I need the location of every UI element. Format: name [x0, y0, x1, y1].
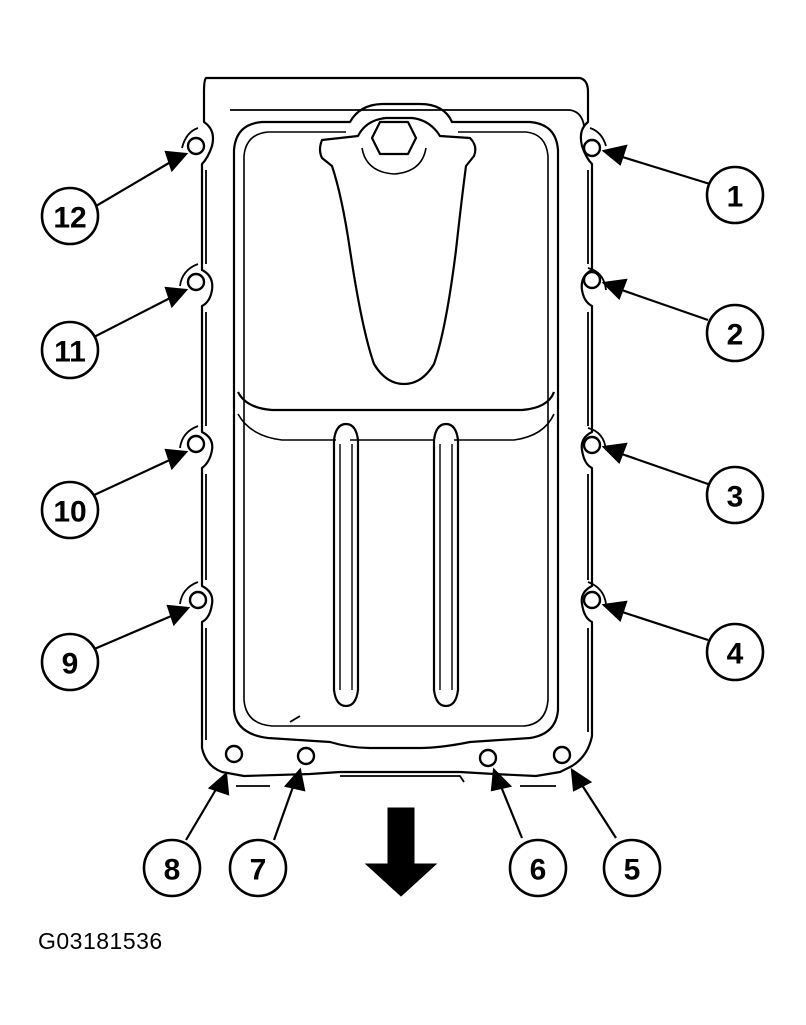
- callout-label-12: 12: [53, 202, 86, 235]
- front-direction-arrow-icon: [364, 807, 438, 897]
- callout-circle-12: [40, 186, 100, 246]
- callout-circle-4: [705, 622, 765, 682]
- leader-1: [615, 153, 711, 186]
- callout-label-11: 11: [54, 336, 86, 369]
- bolt-10: [186, 434, 206, 454]
- bolt-9: [188, 590, 208, 610]
- leader-3: [615, 450, 709, 486]
- callout-circle-7: [228, 838, 288, 898]
- callout-label-10: 10: [53, 496, 86, 529]
- callout-label-2: 2: [727, 319, 744, 352]
- pan-rib-left-inner: [339, 444, 353, 690]
- bolt-1: [582, 138, 602, 158]
- callout-circle-3: [705, 465, 765, 525]
- pan-bottom-flange-detail: [236, 715, 556, 787]
- callout-label-1: 1: [727, 181, 744, 214]
- bolt-7: [296, 746, 316, 766]
- bolt-3: [582, 435, 602, 455]
- arrowhead-5: [570, 767, 593, 792]
- leader-9: [91, 612, 177, 652]
- figure-id: G03181536: [38, 928, 163, 954]
- callout-label-6: 6: [530, 854, 547, 887]
- pan-inner-flange: [205, 109, 589, 740]
- leader-6: [498, 783, 524, 839]
- callout-label-8: 8: [164, 854, 181, 887]
- callout-label-7: 7: [250, 854, 267, 887]
- bolt-12: [186, 136, 206, 156]
- bolt-4: [582, 590, 602, 610]
- drain-plug-hex: [370, 120, 418, 156]
- callout-circle-11: [40, 320, 100, 380]
- leader-4: [615, 608, 709, 642]
- leader-5: [579, 781, 617, 839]
- bolt-5: [552, 745, 572, 765]
- leader-12: [95, 159, 175, 207]
- callout-circle-1: [705, 165, 765, 225]
- leader-11: [91, 295, 175, 339]
- arrowhead-2: [601, 278, 628, 300]
- leader-10: [91, 457, 175, 497]
- pan-rib-left: [332, 422, 360, 708]
- pan-rib-right: [432, 422, 460, 708]
- bolt-11: [186, 272, 206, 292]
- bolt-8: [224, 744, 244, 764]
- pan-flange-outline: [200, 76, 594, 778]
- pan-rib-right-inner: [439, 444, 453, 690]
- callout-circle-10: [40, 480, 100, 540]
- bolt-2: [582, 270, 602, 290]
- pan-sump-wall: [232, 102, 560, 750]
- pan-shelf-lower-edge: [237, 413, 555, 441]
- callout-circle-5: [602, 838, 662, 898]
- arrowhead-6: [490, 767, 513, 792]
- callout-circle-2: [705, 303, 765, 363]
- bolt-6: [478, 748, 498, 768]
- callout-label-4: 4: [727, 638, 744, 671]
- leader-8: [185, 785, 219, 841]
- bolt-boss-arcs: [179, 127, 607, 605]
- arrowhead-4: [601, 600, 628, 622]
- drain-plug-boss: [318, 116, 477, 386]
- arrowhead-8: [207, 771, 230, 796]
- arrowhead-1: [601, 144, 628, 166]
- callout-circle-6: [508, 838, 568, 898]
- callout-circle-8: [142, 838, 202, 898]
- arrowhead-9: [166, 604, 191, 627]
- arrowhead-10: [164, 448, 189, 471]
- callout-circle-9: [40, 632, 100, 692]
- callout-label-5: 5: [624, 854, 641, 887]
- callout-label-9: 9: [62, 648, 79, 681]
- pan-upper-shelf: [237, 391, 556, 412]
- callout-label-3: 3: [727, 481, 744, 514]
- arrowhead-7: [283, 767, 306, 792]
- arrowhead-12: [164, 150, 189, 173]
- oil-pan: [179, 76, 607, 787]
- arrowhead-3: [601, 442, 628, 464]
- drain-plug-washer: [361, 147, 427, 175]
- pan-sump-inner-wall: [243, 131, 549, 727]
- leader-7: [272, 783, 296, 841]
- leader-2: [615, 286, 709, 322]
- arrowhead-11: [164, 286, 189, 309]
